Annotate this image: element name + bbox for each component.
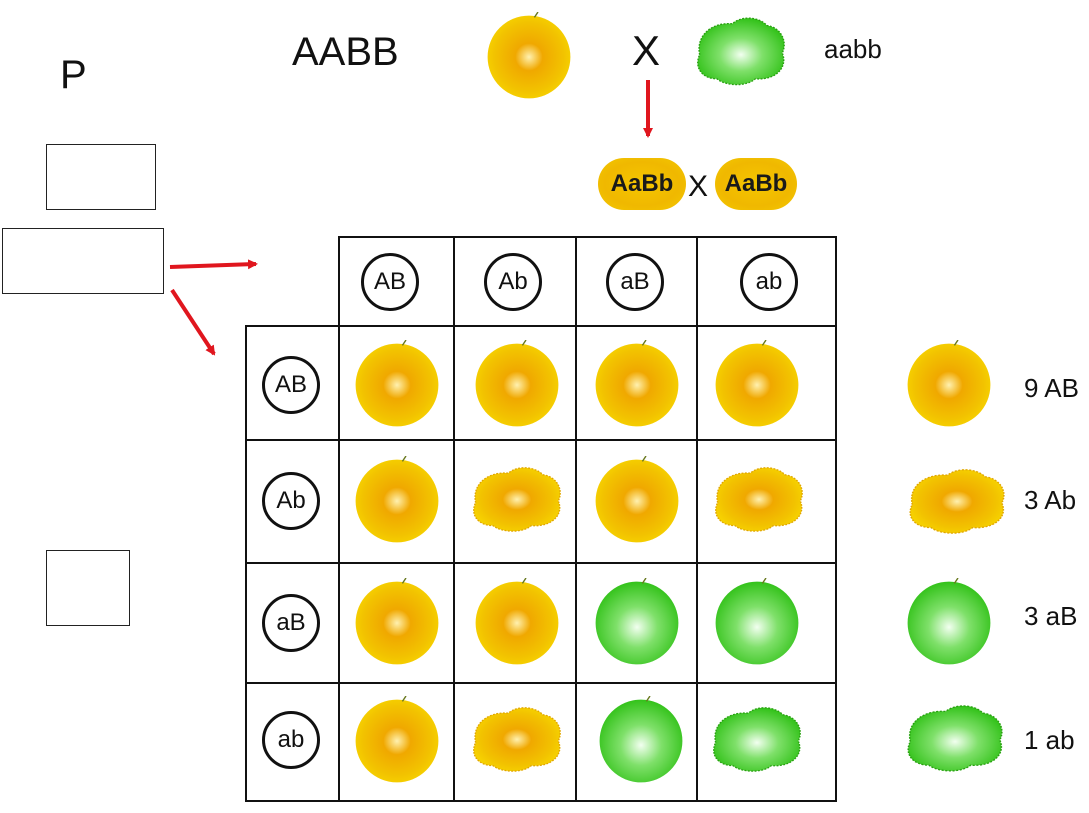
punnett-cell-pea [352, 696, 442, 786]
ratio-pea [904, 578, 994, 668]
punnett-cell-pea [352, 456, 442, 546]
punnett-cell-pea [472, 340, 562, 430]
parent-cross-symbol: X [632, 27, 661, 74]
empty-label-box-f1 [46, 144, 156, 210]
punnett-cell-pea [472, 578, 562, 668]
column-gamete-ab-mixed: Ab [484, 253, 542, 311]
grid-line-h [245, 800, 837, 802]
ratio-label: 1 ab [1024, 725, 1075, 755]
punnett-cell-pea [710, 460, 806, 542]
punnett-cell-pea [708, 700, 804, 782]
column-gamete-ab-upper: AB [361, 253, 419, 311]
punnett-cell-pea [596, 696, 686, 786]
row-gamete-ab-lower: ab [262, 711, 320, 769]
punnett-cell-pea [352, 578, 442, 668]
row-gamete-ab-mixed: Ab [262, 472, 320, 530]
f1-genotype-left: AaBb [598, 158, 686, 210]
grid-line-v [575, 236, 577, 802]
column-gamete-ab-lower: ab [740, 253, 798, 311]
grid-line-h [338, 236, 837, 238]
empty-label-box-f2 [46, 550, 130, 626]
grid-line-v [453, 236, 455, 802]
ratio-label: 3 aB [1024, 601, 1078, 631]
punnett-cell-pea [592, 578, 682, 668]
ratio-label: 9 AB [1024, 373, 1079, 403]
arrow-right-to-column-gametes [169, 259, 258, 270]
punnett-cell-pea [352, 340, 442, 430]
f1-genotype-right: AaBb [715, 158, 797, 210]
row-gamete-ab-upper: AB [262, 356, 320, 414]
row-gamete-ab-lower-upper: aB [262, 594, 320, 652]
ratio-label: 3 Ab [1024, 485, 1077, 515]
grid-line-h [245, 562, 837, 564]
arrow-down-to-row-gametes [170, 288, 216, 356]
column-gamete-ab-lower-upper: aB [606, 253, 664, 311]
ratio-pea [904, 462, 1008, 544]
grid-line-v [245, 326, 247, 802]
punnett-cell-pea [712, 578, 802, 668]
parent-genotype-left: AABB [292, 30, 399, 74]
punnett-cell-pea [468, 460, 564, 542]
ratio-pea [902, 698, 1006, 782]
punnett-cell-pea [592, 340, 682, 430]
punnett-cell-pea [592, 456, 682, 546]
generation-label-p: P [60, 53, 87, 97]
punnett-cell-pea [712, 340, 802, 430]
empty-label-box-gametes [2, 228, 164, 294]
parent-pea-yellow-round [484, 12, 574, 102]
parent-pea-green-wrinkled [692, 10, 788, 96]
grid-line-v [338, 236, 340, 802]
grid-line-h [245, 325, 837, 327]
f1-genotype-left-label: AaBb [610, 170, 674, 197]
f1-genotype-right-label: AaBb [724, 170, 788, 197]
grid-line-v [835, 236, 837, 802]
f1-cross-symbol: X [688, 170, 709, 203]
grid-line-h [245, 439, 837, 441]
punnett-cell-pea [468, 700, 564, 782]
grid-line-v [696, 236, 698, 802]
ratio-pea [904, 340, 994, 430]
parent-genotype-right: aabb [824, 34, 882, 64]
grid-line-h [245, 682, 837, 684]
